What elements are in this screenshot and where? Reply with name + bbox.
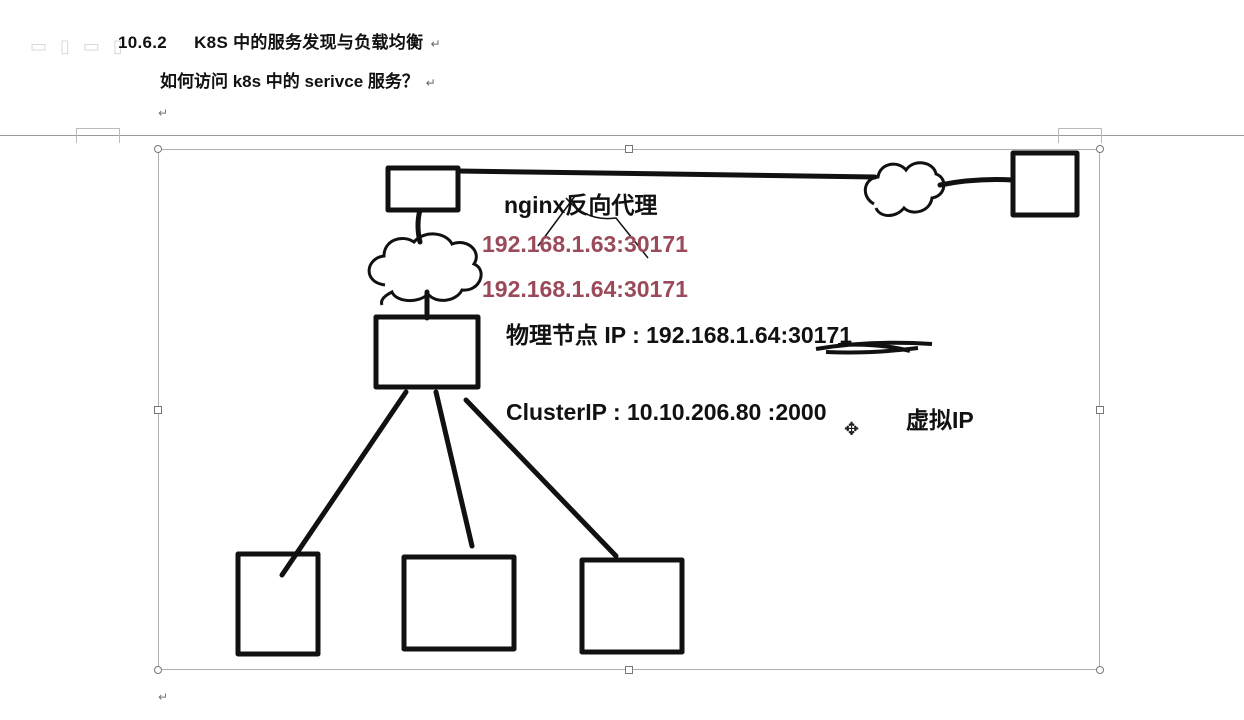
- subheading: 如何访问 k8s 中的 serivce 服务？ ↵: [160, 67, 436, 92]
- client-box: [1010, 150, 1080, 218]
- paragraph-mark-icon: ↵: [425, 76, 436, 90]
- paragraph-mark-icon: ↵: [158, 690, 169, 704]
- margin-marker-left: [76, 128, 120, 143]
- subheading-text: 如何访问 k8s 中的 serivce 服务？: [160, 72, 419, 91]
- cloud-icon: [863, 161, 946, 217]
- node-ip-label: 物理节点 IP : 192.168.1.64:30171: [506, 322, 853, 348]
- branch-line-2: [433, 389, 475, 549]
- virtual-ip-label: 虚拟IP: [906, 407, 974, 433]
- node-box: [373, 314, 481, 390]
- resize-handle-top[interactable]: [625, 145, 633, 153]
- margin-marker-right: [1058, 128, 1102, 143]
- cloud-icon: [367, 232, 483, 306]
- resize-handle-bottom-left[interactable]: [154, 666, 162, 674]
- resize-handle-top-right[interactable]: [1096, 145, 1104, 153]
- annotation-line: [537, 195, 576, 247]
- annotation-line: [565, 197, 649, 259]
- client-link-line: [937, 177, 1016, 188]
- nginx-label: nginx反向代理: [504, 192, 658, 218]
- paragraph-mark-icon: ↵: [158, 106, 169, 120]
- cluster-ip-label: ClusterIP : 10.10.206.80 :2000: [506, 399, 827, 425]
- faded-toolbar-ghost: ▭ ▯ ▭ ▯: [30, 36, 127, 56]
- heading-title: K8S 中的服务发现与负载均衡: [194, 33, 424, 52]
- pod-box-2: [401, 554, 517, 652]
- pod-box-3: [579, 557, 685, 655]
- branch-line-1: [279, 389, 409, 578]
- resize-handle-bottom[interactable]: [625, 666, 633, 674]
- page-boundary-line: [0, 135, 1244, 136]
- resize-handle-right[interactable]: [1096, 406, 1104, 414]
- uplink-line: [455, 168, 878, 180]
- section-heading: 10.6.2 K8S 中的服务发现与负载均衡 ↵: [118, 28, 441, 53]
- move-cursor-icon: ✥: [844, 419, 860, 439]
- resize-handle-left[interactable]: [154, 406, 162, 414]
- branch-line-3: [463, 397, 619, 559]
- ip-address-1: 192.168.1.63:30171: [482, 231, 688, 257]
- scribble-mark: [815, 340, 933, 355]
- ip-address-2: 192.168.1.64:30171: [482, 276, 688, 302]
- nginx-to-cloud-line: [415, 207, 423, 245]
- pod-box-1: [235, 551, 321, 657]
- resize-handle-bottom-right[interactable]: [1096, 666, 1104, 674]
- resize-handle-top-left[interactable]: [154, 145, 162, 153]
- paragraph-mark-icon: ↵: [430, 37, 441, 51]
- heading-number: 10.6.2: [118, 33, 168, 52]
- nginx-box: [385, 165, 461, 213]
